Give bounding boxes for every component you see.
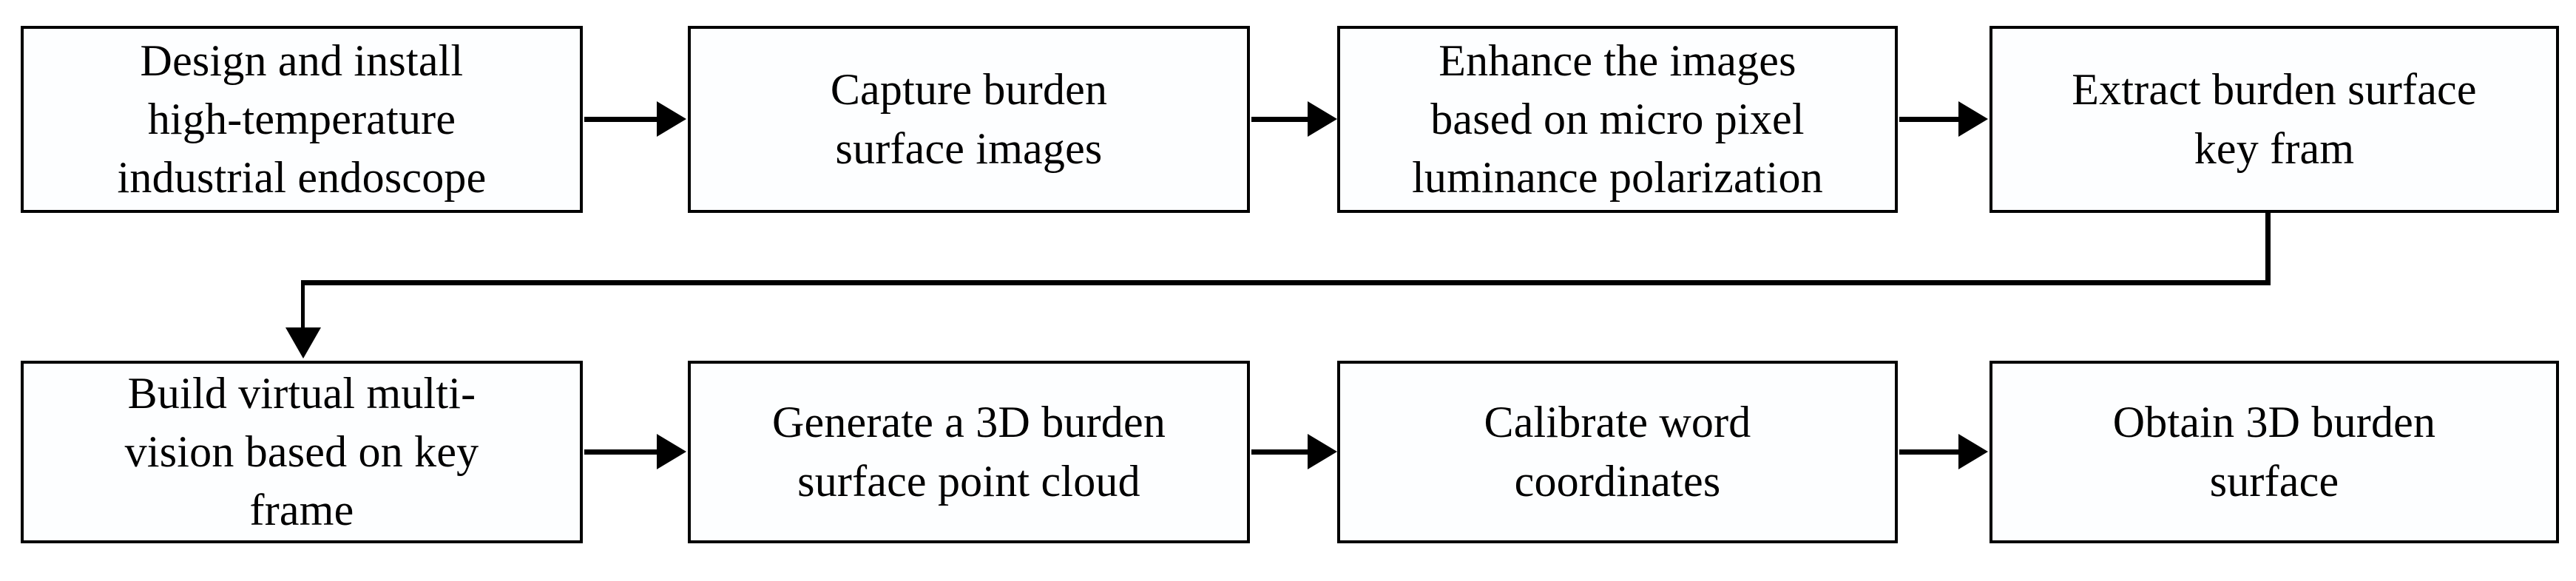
- flow-node-label: Design and install high-temperature indu…: [117, 35, 487, 203]
- arrow-head-icon-n7-to-n8: [1958, 434, 1988, 469]
- arrow-head-icon-n2-to-n3: [1308, 101, 1337, 137]
- arrow-shaft-n1-to-n2: [584, 117, 658, 122]
- arrow-shaft-n3-to-n4: [1899, 117, 1960, 122]
- arrow-segment-vertical-down-n5: [301, 280, 305, 330]
- arrow-head-icon-n4-to-n5: [285, 327, 321, 359]
- arrow-head-icon-n3-to-n4: [1958, 101, 1988, 137]
- flow-node-label: Capture burden surface images: [830, 65, 1108, 173]
- arrow-head-icon-n6-to-n7: [1308, 434, 1337, 469]
- flow-node-label: Generate a 3D burden surface point cloud: [771, 398, 1166, 506]
- arrow-shaft-n2-to-n3: [1251, 117, 1309, 122]
- flow-node-label: Obtain 3D burden surface: [2112, 398, 2436, 506]
- flow-node-capture-burden-surface-images[interactable]: Capture burden surface images: [688, 26, 1250, 213]
- flow-node-calibrate-word-coordinates[interactable]: Calibrate word coordinates: [1337, 361, 1898, 543]
- arrow-segment-horizontal-wrap: [301, 280, 2271, 285]
- flow-node-generate-3d-point-cloud[interactable]: Generate a 3D burden surface point cloud: [688, 361, 1250, 543]
- flow-node-extract-key-frame[interactable]: Extract burden surface key fram: [1990, 26, 2559, 213]
- arrow-shaft-n7-to-n8: [1899, 449, 1960, 455]
- flow-node-label: Calibrate word coordinates: [1484, 398, 1751, 506]
- flow-node-obtain-3d-burden-surface[interactable]: Obtain 3D burden surface: [1990, 361, 2559, 543]
- arrow-shaft-n6-to-n7: [1251, 449, 1309, 455]
- flow-node-build-virtual-multivision[interactable]: Build virtual multi- vision based on key…: [21, 361, 583, 543]
- arrow-head-icon-n5-to-n6: [657, 434, 686, 469]
- flow-node-label: Build virtual multi- vision based on key…: [124, 368, 479, 535]
- flow-node-design-install-endoscope[interactable]: Design and install high-temperature indu…: [21, 26, 583, 213]
- flow-node-label: Enhance the images based on micro pixel …: [1412, 35, 1823, 203]
- arrow-segment-vertical-down-n4: [2265, 211, 2271, 285]
- flow-node-label: Extract burden surface key fram: [2072, 65, 2477, 173]
- arrow-head-icon-n1-to-n2: [657, 101, 686, 137]
- arrow-shaft-n5-to-n6: [584, 449, 658, 455]
- flow-node-enhance-images[interactable]: Enhance the images based on micro pixel …: [1337, 26, 1898, 213]
